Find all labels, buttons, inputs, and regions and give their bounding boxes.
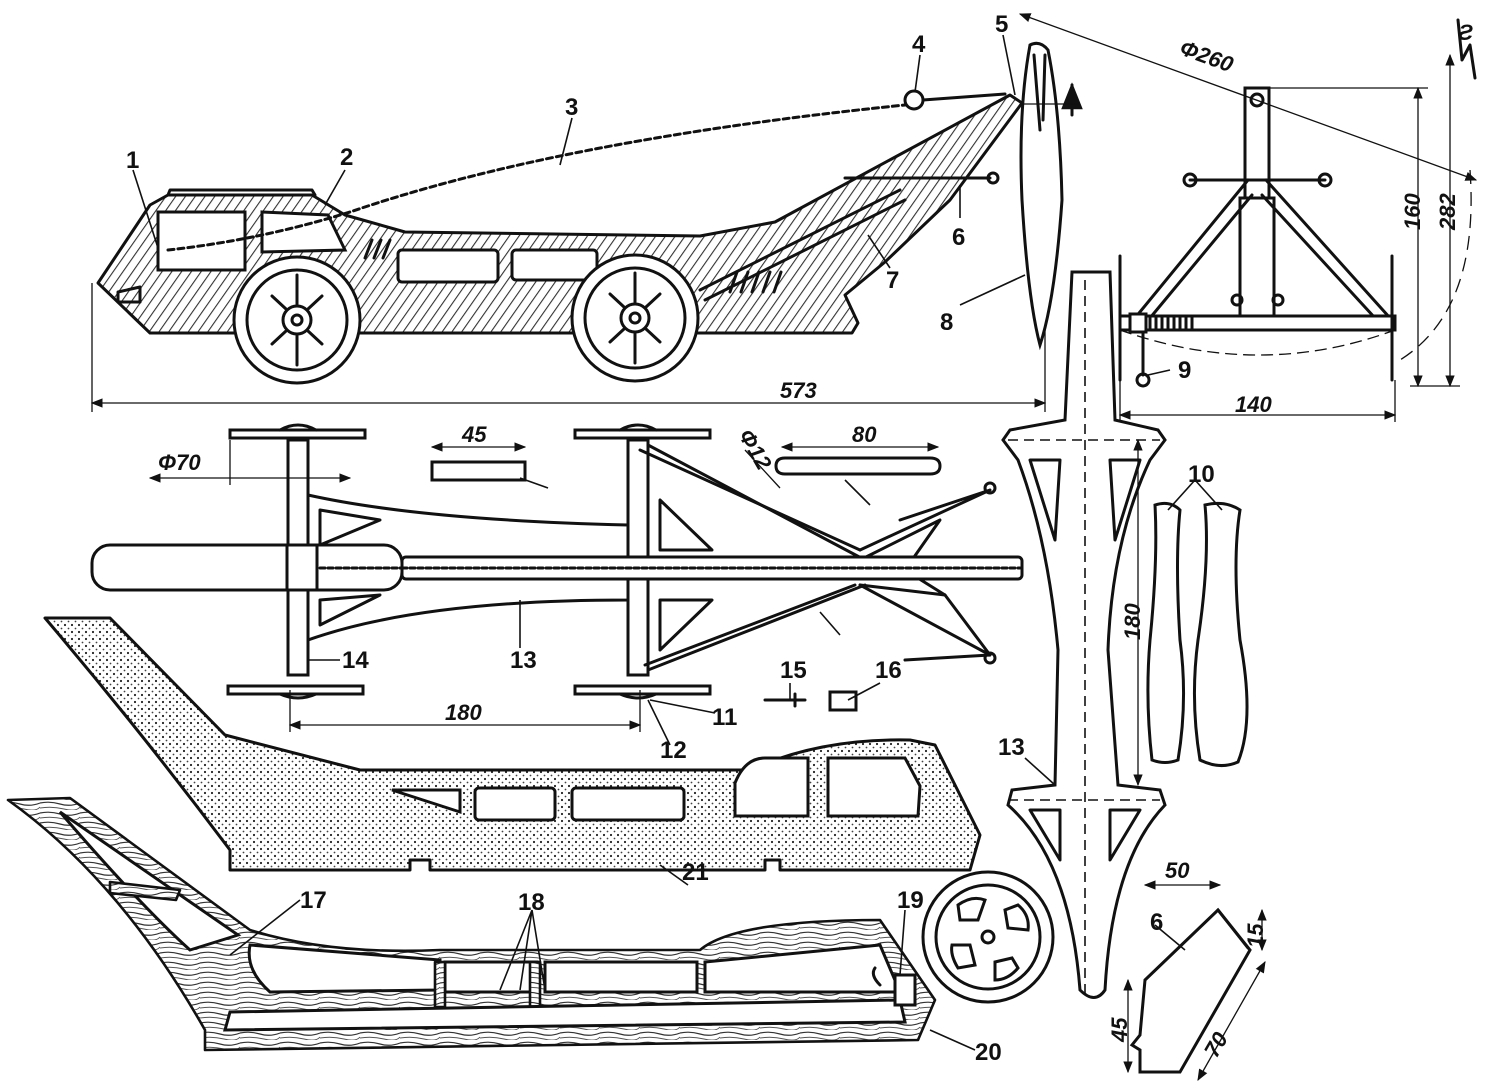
wheel-arc [1119,329,1396,356]
top-view [90,423,1024,732]
blades-10 [1146,479,1249,767]
front-view [1018,13,1478,422]
callout-11: 11 [712,704,737,731]
bulkhead-18b [528,960,542,1009]
callout-5: 5 [995,11,1008,38]
prop-arc [1399,169,1472,361]
rear-wheel-top [573,428,712,440]
tow-bar-4 [921,92,1007,102]
chain-3 [166,103,907,252]
callout-18: 18 [518,889,545,916]
rear-wheel-bottom [573,684,712,696]
chassis-frame [6,796,937,1052]
chassis-outline [6,796,937,1052]
side-view [90,89,1047,412]
side-window-1 [396,248,500,284]
callout-16: 16 [875,657,902,684]
dim-track-w: 140 [1235,392,1272,417]
dim-wheelbase: 180 [445,700,482,725]
callout-6: 6 [952,224,965,251]
callout-13-frame: 13 [998,734,1025,761]
brace-struts [1133,178,1392,320]
wheel-left-edge [1118,254,1394,382]
dim-part6-w: 50 [1165,858,1190,883]
callout-10: 10 [1188,461,1215,488]
callout-1: 1 [126,147,139,174]
frame-13-vertical [1001,270,1167,1000]
dim-mast-h: 160 [1400,193,1425,230]
vent-marks [363,238,783,294]
callout-13: 13 [510,647,537,674]
break-mark: Ƨ [1458,20,1473,45]
part-5 [430,460,527,482]
dim-chassis-len: 180 [1120,603,1145,640]
leader-10 [1167,479,1223,511]
leaders [132,34,1186,1051]
front-wheel-bottom [226,684,365,696]
callout-19: 19 [897,887,924,914]
dim-prop-dia: Φ260 [1177,35,1238,77]
callout-4: 4 [912,31,926,58]
tow-hook-19 [871,966,882,987]
part-15 [763,692,807,708]
brace-17 [108,880,182,902]
part6-len-dim [1197,960,1266,1082]
callout-14: 14 [342,647,369,674]
cab-window [156,210,247,272]
bulkhead-18a [433,960,447,1009]
front-wheel-top [228,428,367,440]
pin-6-knob [986,171,1000,185]
callout-20: 20 [975,1039,1002,1066]
axle-tube-14 [285,543,319,592]
callout-15: 15 [780,657,807,684]
detail-wheel [921,870,1055,1004]
part-4 [774,456,942,476]
dim-part5-len: 45 [461,422,487,447]
strut-7 [698,188,907,302]
dim-part6-base: 45 [1107,1017,1132,1043]
tow-hook-4 [903,89,925,111]
blade-8 [1019,41,1064,351]
rod-dia-leader [744,449,781,489]
mast-sleeve [1238,196,1276,330]
callout-2: 2 [340,144,353,171]
body-panel-21 [43,616,982,872]
prop-dia-dim-line [1018,13,1478,181]
dim-wheel-dia: Φ70 [158,450,201,475]
rear-wheel [570,253,700,383]
callout-3: 3 [565,94,578,121]
headlight [116,285,142,304]
bracket-19 [893,973,917,1007]
part-16 [828,690,858,712]
callout-17: 17 [300,887,327,914]
strut-7-top [638,448,862,667]
callout-6-detail: 6 [1150,909,1163,936]
side-window-2 [510,248,599,282]
cab-window-rear [260,210,348,254]
wire-brace [858,488,992,662]
break-mark-line [1456,18,1477,80]
part-6-detail [1123,880,1267,1082]
callout-7: 7 [886,267,899,294]
callout-21: 21 [682,859,709,886]
callout-9: 9 [1178,357,1191,384]
dim-part6-h: 15 [1243,923,1268,948]
wheel-hub-small [1230,293,1244,307]
front-wheel [232,255,362,385]
dim-rod-dia: Φ12 [734,425,777,475]
roof-rack [166,188,317,197]
callout-8: 8 [940,309,953,336]
callout-12: 12 [660,737,687,764]
callout-labels: 1 2 3 4 5 6 7 8 9 10 11 12 13 14 15 16 1… [126,11,1215,1066]
dim-part4-len: 80 [852,422,877,447]
dim-total-length: 573 [780,378,817,403]
dim-axis-h: 282 [1435,193,1460,231]
axle-spring [1148,315,1194,332]
leader-18 [499,909,546,991]
